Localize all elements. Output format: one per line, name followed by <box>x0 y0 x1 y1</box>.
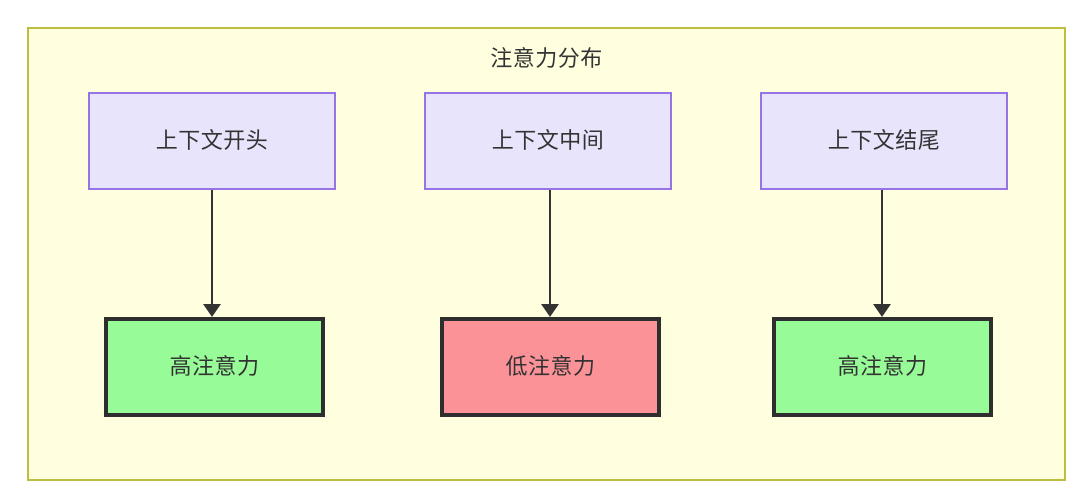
node-context-end[interactable]: 上下文结尾 <box>760 92 1008 190</box>
diagram-title: 注意力分布 <box>490 46 603 71</box>
edge-arrowhead-middle-to-low <box>541 304 559 317</box>
node-label: 低注意力 <box>505 354 596 379</box>
node-label: 上下文中间 <box>491 128 605 153</box>
edge-line-end-to-high <box>881 190 883 306</box>
edge-arrowhead-start-to-high <box>203 304 221 317</box>
edge-arrowhead-end-to-high <box>873 304 891 317</box>
node-label: 上下文开头 <box>155 128 269 153</box>
node-attention-low-middle[interactable]: 低注意力 <box>440 317 661 417</box>
edge-line-start-to-high <box>211 190 213 306</box>
node-attention-high-start[interactable]: 高注意力 <box>104 317 325 417</box>
edge-line-middle-to-low <box>549 190 551 306</box>
node-attention-high-end[interactable]: 高注意力 <box>772 317 993 417</box>
node-context-middle[interactable]: 上下文中间 <box>424 92 672 190</box>
node-label: 高注意力 <box>837 354 928 379</box>
node-context-start[interactable]: 上下文开头 <box>88 92 336 190</box>
node-label: 高注意力 <box>169 354 260 379</box>
node-label: 上下文结尾 <box>827 128 941 153</box>
